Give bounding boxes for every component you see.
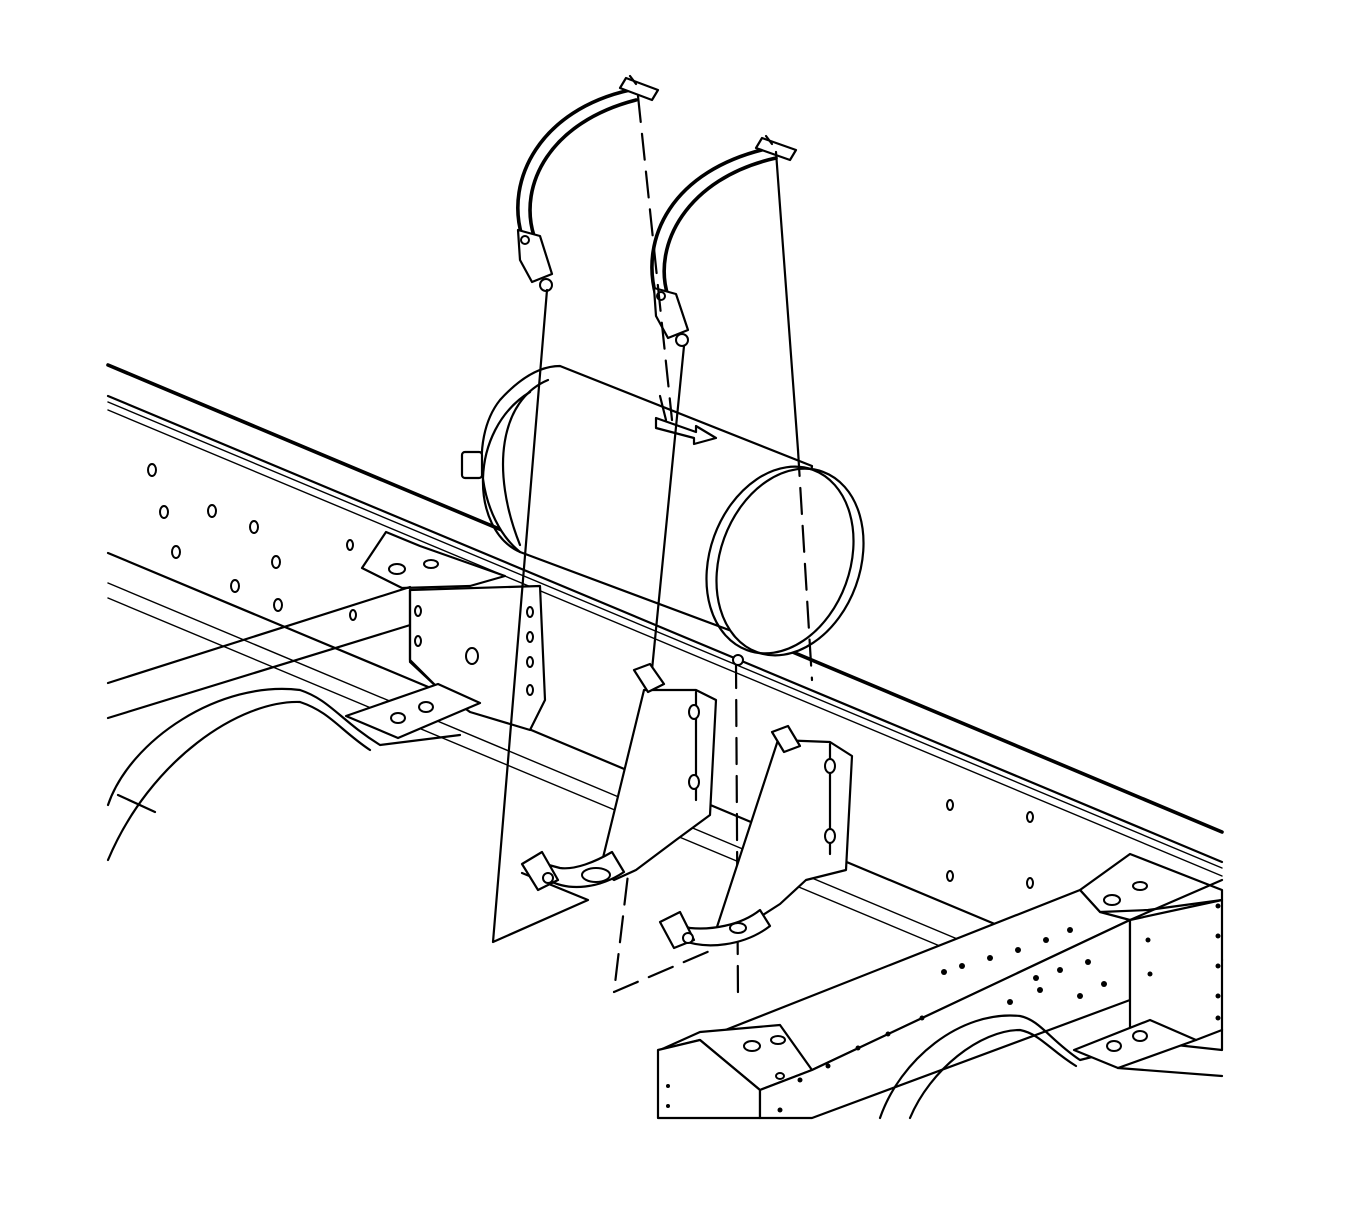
bracket-left <box>520 662 718 892</box>
air-tank <box>460 364 865 657</box>
rail-holes-left <box>147 463 1034 889</box>
assembly-guide-lines <box>491 94 814 1002</box>
bracket-right <box>658 654 854 950</box>
frame-rail-left <box>106 363 1224 983</box>
crossmember-rear <box>106 530 547 862</box>
strap-right <box>650 134 798 347</box>
strap-left <box>516 74 660 292</box>
crossmember-holes <box>666 903 1221 1113</box>
crossmember-front <box>656 852 1224 1120</box>
